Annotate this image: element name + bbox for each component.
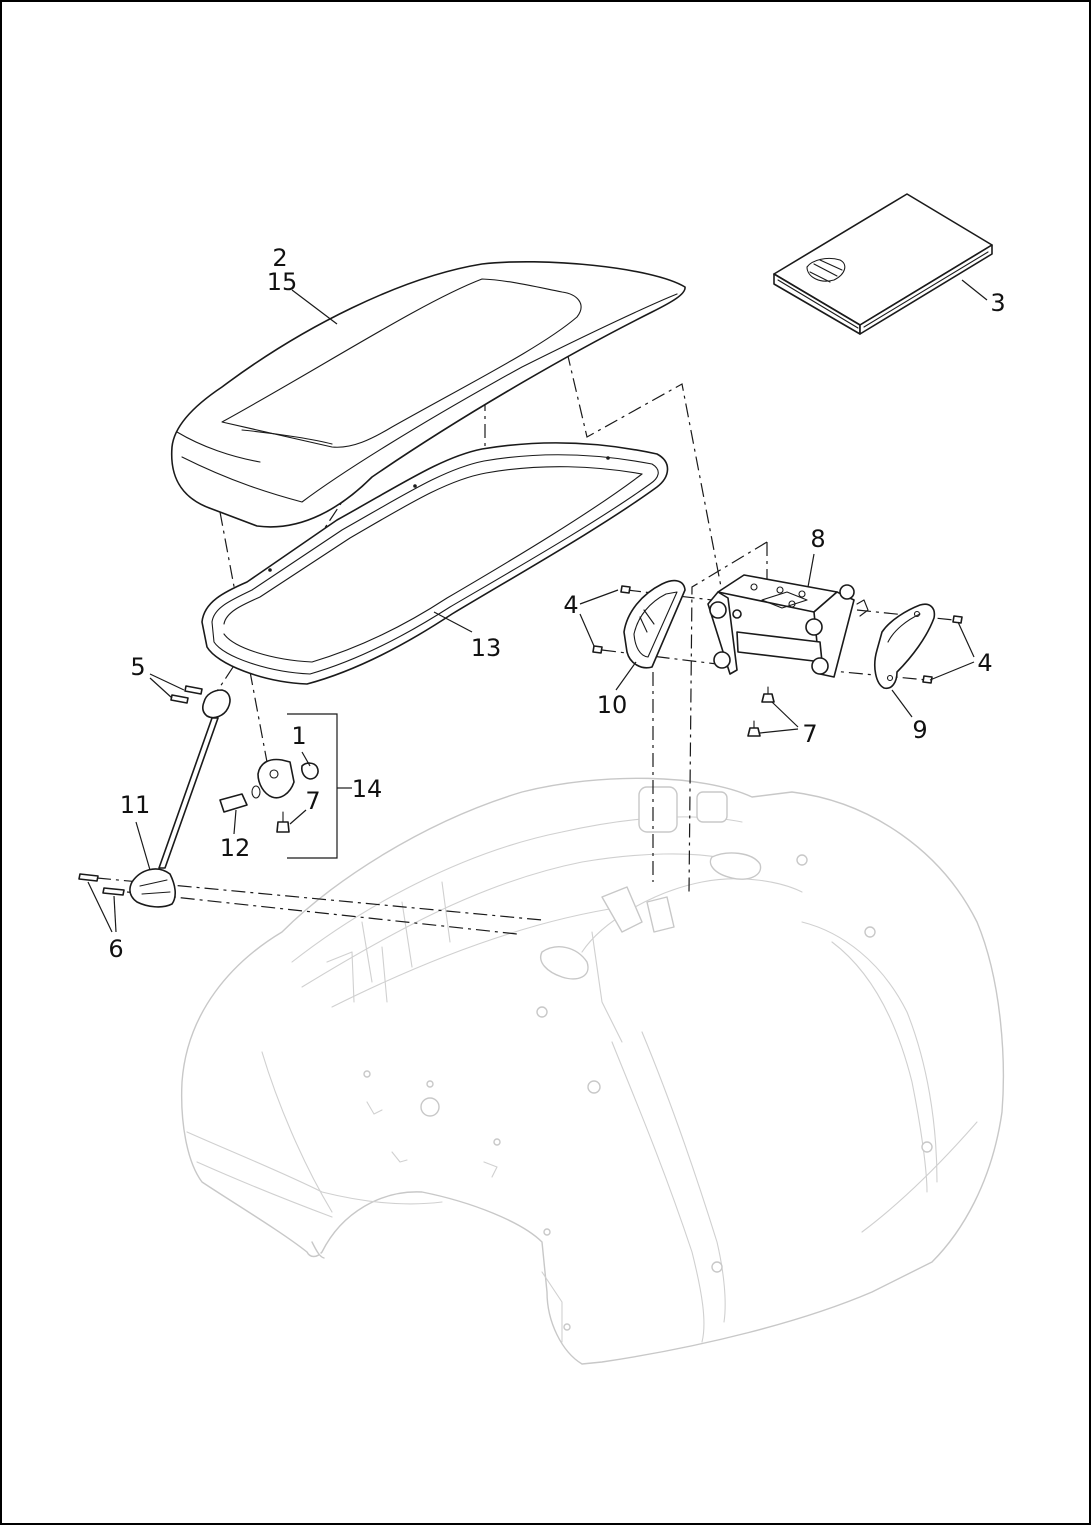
callout-4-right: 4 (977, 649, 992, 677)
part-hinge-cover-left (623, 579, 686, 669)
callout-6: 6 (108, 935, 123, 963)
callout-7-right: 7 (802, 720, 817, 748)
callout-13: 13 (471, 634, 502, 662)
part-hinge-pin-group (219, 758, 319, 833)
leader-lines (87, 279, 988, 933)
callout-5: 5 (130, 653, 145, 681)
kit-bracket-14 (287, 713, 338, 859)
part-screws-7-right (747, 686, 775, 737)
part-bolts-5-6 (78, 685, 203, 896)
part-lid (170, 260, 686, 528)
callout-4-left: 4 (563, 591, 578, 619)
part-gasket (201, 442, 669, 685)
callout-14: 14 (352, 775, 383, 803)
trunk-body-ghost (180, 777, 1005, 1365)
callout-labels: 2 15 3 13 8 4 4 10 9 7 5 1 14 7 11 12 6 (108, 244, 1005, 963)
callout-15: 15 (267, 268, 298, 296)
callout-7-left: 7 (305, 787, 320, 815)
callout-11: 11 (120, 791, 151, 819)
callout-9: 9 (912, 716, 927, 744)
callout-3: 3 (990, 289, 1005, 317)
part-manual (773, 193, 993, 335)
callout-8: 8 (810, 525, 825, 553)
callout-10: 10 (597, 691, 628, 719)
callout-1: 1 (291, 722, 306, 750)
part-lid-stay (129, 689, 231, 908)
part-hinge-cover-right (874, 603, 936, 690)
callout-2: 2 (272, 244, 287, 272)
callout-12: 12 (220, 834, 251, 862)
part-hinge-bracket (707, 574, 869, 678)
part-screws-4 (592, 585, 963, 684)
